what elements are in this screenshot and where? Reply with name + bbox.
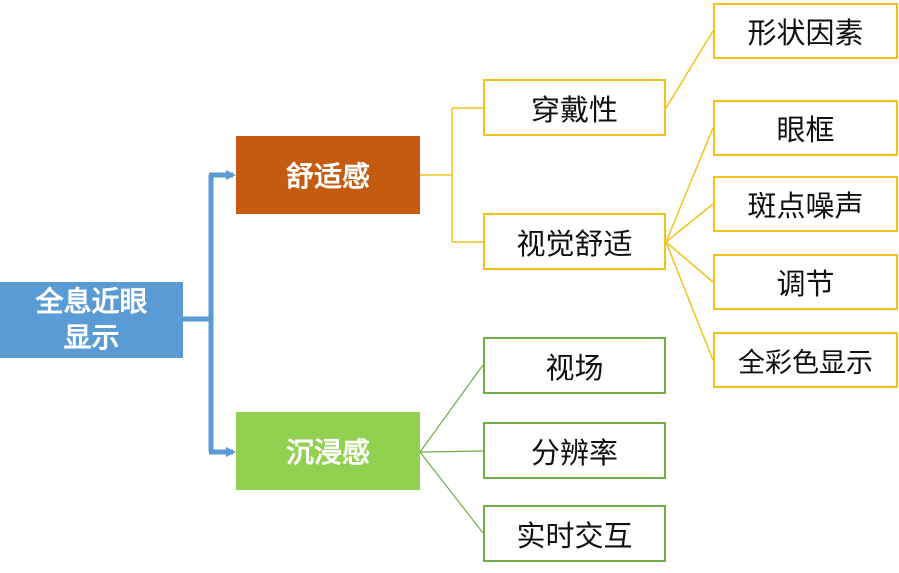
line-wearability-form-factor bbox=[665, 30, 714, 109]
immersion-node: 沉浸感 bbox=[236, 412, 420, 490]
accommodation-node: 调节 bbox=[713, 254, 898, 310]
root-bracket bbox=[183, 170, 236, 457]
speckle-noise-node: 斑点噪声 bbox=[713, 176, 898, 232]
comfort-bracket bbox=[420, 107, 483, 243]
visual-comfort-fan bbox=[665, 127, 714, 361]
immersion-fan bbox=[419, 364, 484, 534]
form-factor-node: 形状因素 bbox=[713, 3, 898, 59]
full-color-display-node: 全彩色显示 bbox=[713, 332, 898, 388]
root-node: 全息近眼 显示 bbox=[0, 282, 183, 358]
wearability-node: 穿戴性 bbox=[483, 79, 666, 136]
real-time-interaction-node: 实时交互 bbox=[483, 505, 666, 562]
resolution-node: 分辨率 bbox=[483, 422, 666, 479]
eyebox-node: 眼框 bbox=[713, 100, 898, 156]
field-of-view-node: 视场 bbox=[483, 337, 666, 394]
visual-comfort-node: 视觉舒适 bbox=[483, 213, 666, 270]
root-label-line1: 全息近眼 bbox=[35, 285, 148, 318]
comfort-node: 舒适感 bbox=[236, 136, 420, 214]
root-label-line2: 显示 bbox=[63, 321, 120, 354]
